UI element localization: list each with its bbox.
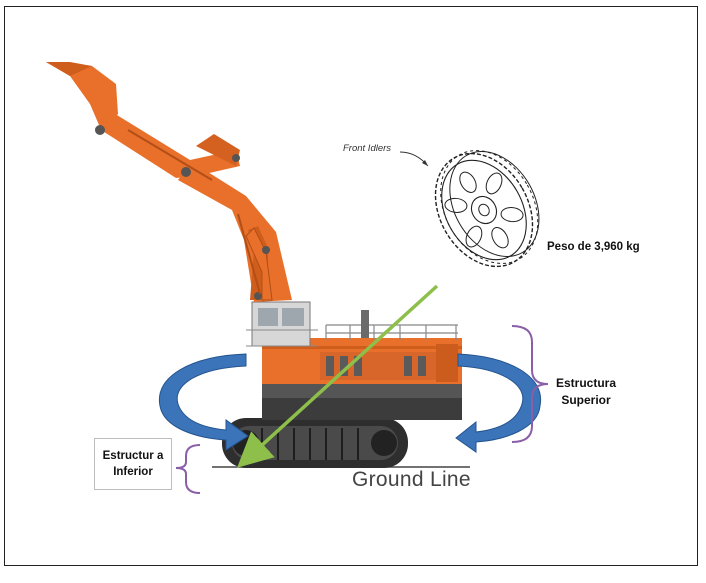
boom-arm-bucket (46, 62, 292, 302)
front-idlers-label: Front Idlers (343, 143, 392, 154)
crawler-track (222, 418, 408, 468)
estructura-inferior-label: Estructur a Inferior (102, 450, 164, 478)
rotation-arrows-icon (158, 353, 542, 453)
estructura-inferior-box: Estructur a Inferior (94, 438, 172, 490)
cab (246, 301, 318, 347)
load-arrow (237, 284, 439, 468)
ground-line-label: Ground Line (352, 468, 471, 491)
bracket-inferior (175, 444, 201, 494)
bracket-superior (511, 325, 549, 443)
estructura-superior-label: Estructura Superior (555, 376, 617, 407)
weight-label: Peso de 3,960 kg (547, 241, 640, 253)
front-idler-wheel-icon (434, 150, 540, 268)
